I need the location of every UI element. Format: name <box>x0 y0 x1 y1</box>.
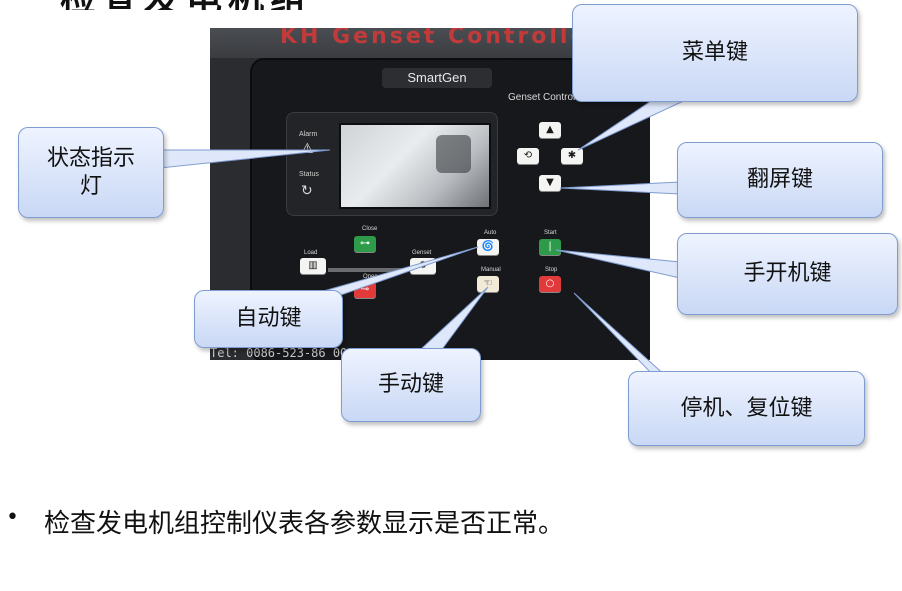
start-key[interactable]: | <box>539 239 561 255</box>
callout-stop-reset-key: 停机、复位键 <box>628 371 865 446</box>
menu-ok-key[interactable]: ✱ <box>561 148 583 164</box>
up-key[interactable]: ▲ <box>539 122 561 138</box>
bullet-marker: • <box>6 505 19 530</box>
callout-menu-key: 菜单键 <box>572 4 858 102</box>
close-label: Close <box>362 226 378 232</box>
stop-reset-key[interactable]: ○ <box>539 276 561 292</box>
auto-label: Auto <box>484 230 497 236</box>
status-indicator-icon: ↻ <box>301 183 313 199</box>
callout-manual-start-key: 手开机键 <box>677 233 898 315</box>
lcd-reflection <box>436 135 471 173</box>
lcd-screen <box>339 123 491 209</box>
alarm-label: Alarm <box>299 131 318 138</box>
load-label: Load <box>304 250 318 256</box>
status-label: Status <box>299 171 319 178</box>
stop-label: Stop <box>545 267 558 273</box>
brand-strip-text: KH Genset Controller <box>280 28 603 49</box>
manual-label: Manual <box>481 267 501 273</box>
auto-key[interactable]: 🌀 <box>477 239 499 255</box>
close-breaker-key[interactable]: ⊶ <box>354 236 376 252</box>
alarm-indicator-icon: ⚠ <box>301 141 314 157</box>
open-label: Open <box>363 274 378 280</box>
panel-title: Genset Controller <box>508 92 587 103</box>
slide-title-fragment: 检查发电机组 <box>60 0 420 10</box>
genset-label: Genset <box>412 250 432 256</box>
callout-page-key: 翻屏键 <box>677 142 883 218</box>
genset-icon-key: ⚙ <box>410 258 436 274</box>
busbar-line <box>328 268 408 272</box>
manual-key[interactable]: ☜ <box>477 276 499 292</box>
start-label: Start <box>544 230 557 236</box>
page-down-key[interactable]: ▼ <box>539 175 561 191</box>
lcd-frame: Alarm ⚠ Status ↻ <box>286 112 498 216</box>
open-breaker-key[interactable]: ⊸ <box>354 282 376 298</box>
callout-status-light: 状态指示 灯 <box>18 127 164 218</box>
callout-manual-key: 手动键 <box>341 348 481 422</box>
smartgen-logo: SmartGen <box>382 68 492 88</box>
load-icon-key: ▥ <box>300 258 326 274</box>
bullet-text: 检查发电机组控制仪表各参数显示是否正常。 <box>44 509 565 539</box>
back-key[interactable]: ⟲ <box>517 148 539 164</box>
callout-auto-key: 自动键 <box>194 290 343 348</box>
